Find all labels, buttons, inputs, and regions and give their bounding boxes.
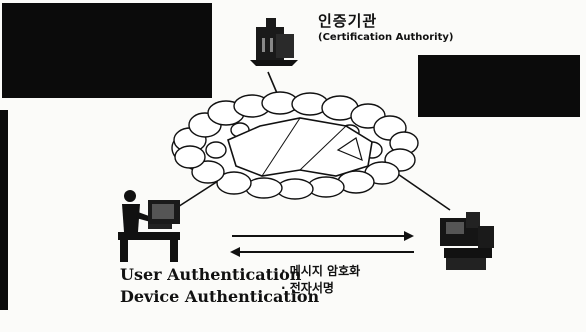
cloud-inner-notch bbox=[336, 137, 363, 162]
user-authentication-label: User Authentication bbox=[120, 265, 302, 284]
user-at-computer-icon bbox=[118, 190, 180, 262]
message-encryption-label: · 메시지 암호화 bbox=[281, 264, 361, 278]
device-terminal-icon bbox=[440, 212, 494, 270]
cloud-inner-link bbox=[261, 117, 301, 177]
cloud-to-device-line bbox=[391, 169, 451, 211]
digital-signature-label: · 전자서명 bbox=[281, 281, 334, 295]
redacted-block-left-strip bbox=[0, 110, 8, 310]
device-authentication-label: Device Authentication bbox=[120, 287, 320, 306]
message-arrows bbox=[230, 231, 414, 257]
ca-label-english: (Certification Authority) bbox=[318, 32, 454, 43]
ca-label-korean: 인증기관 bbox=[318, 12, 378, 30]
cloud-inner-shape bbox=[227, 117, 373, 177]
redacted-block-top-right bbox=[418, 55, 580, 117]
server-tower-icon bbox=[250, 18, 298, 66]
cloud-inner-link bbox=[299, 125, 347, 171]
redacted-block-top-left bbox=[2, 3, 212, 98]
